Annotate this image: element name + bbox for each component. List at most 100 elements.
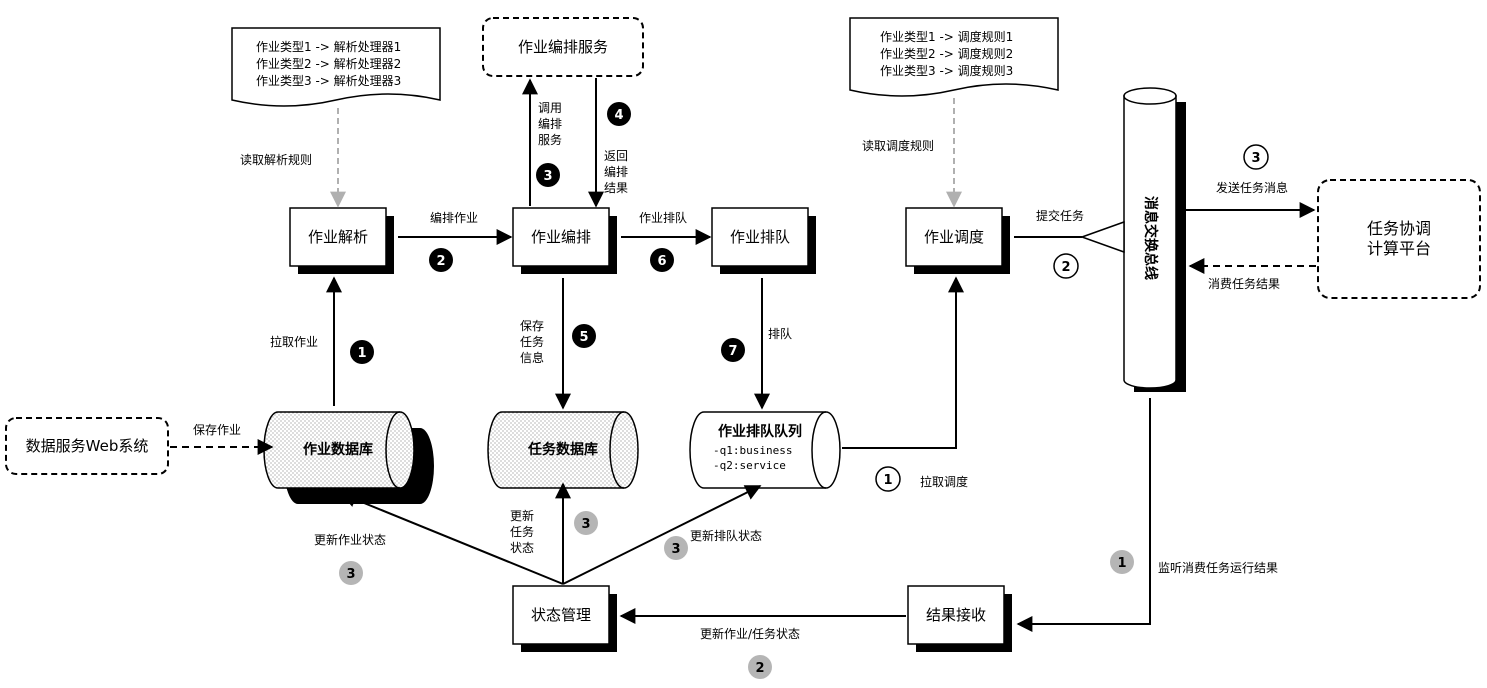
update-task-state-label-1: 更新 <box>510 508 534 523</box>
return-result-label-2: 编排 <box>604 164 628 179</box>
save-task-label-1: 保存 <box>520 319 544 333</box>
schedule-rule-3: 作业类型3 -> 调度规则3 <box>880 63 1013 78</box>
svg-text:3: 3 <box>543 169 552 184</box>
update-task-state-label-2: 任务 <box>510 524 534 539</box>
orchestrate-box: 作业编排 <box>512 207 617 274</box>
svg-text:2: 2 <box>436 254 445 269</box>
badge-gray-3c: 3 <box>664 536 688 560</box>
submit-task-label: 提交任务 <box>1036 208 1084 223</box>
svg-text:3: 3 <box>346 567 355 582</box>
job-db-label: 作业数据库 <box>303 441 373 458</box>
call-service-label-1: 调用 <box>538 101 562 115</box>
state-mgmt-box: 状态管理 <box>512 585 617 652</box>
pull-schedule-label: 拉取调度 <box>920 474 968 489</box>
parse-rule-3: 作业类型3 -> 解析处理器3 <box>256 74 401 88</box>
submit-task-connector <box>1014 220 1125 254</box>
badge-outline-3: 3 <box>1243 144 1269 170</box>
badge-black-3: 3 <box>536 163 560 187</box>
svg-text:5: 5 <box>579 330 588 345</box>
result-recv-box: 结果接收 <box>907 585 1012 652</box>
job-db: 作业数据库 <box>263 411 434 504</box>
parse-rule-2: 作业类型2 -> 解析处理器2 <box>256 57 401 71</box>
save-task-label-2: 任务 <box>520 334 544 349</box>
task-db-label: 任务数据库 <box>527 441 598 458</box>
badge-black-2: 2 <box>429 248 453 272</box>
job-queue-q2: -q2:service <box>713 459 786 472</box>
call-service-label-3: 服务 <box>538 132 562 147</box>
svg-text:3: 3 <box>671 542 680 557</box>
web-system-label: 数据服务Web系统 <box>26 437 149 455</box>
update-queue-state-arrow <box>562 485 762 585</box>
job-queue-db: 作业排队队列 -q1:business -q2:service <box>689 411 841 489</box>
job-queue-label: 作业排队队列 <box>718 423 802 440</box>
job-queue-q1: -q1:business <box>713 444 792 457</box>
svg-text:3: 3 <box>581 517 590 532</box>
return-result-label-1: 返回 <box>604 149 628 163</box>
pull-job-label: 拉取作业 <box>270 334 318 349</box>
coord-platform-label-1: 任务协调 <box>1367 219 1431 238</box>
update-task-state-label-3: 状态 <box>510 541 534 555</box>
call-service-label-2: 编排 <box>538 116 562 131</box>
state-mgmt-label: 状态管理 <box>531 606 591 624</box>
update-job-state-arrow <box>340 492 564 585</box>
orchestrate-job-label: 编排作业 <box>430 210 478 225</box>
schedule-rules-doc: 作业类型1 -> 调度规则1 作业类型2 -> 调度规则2 作业类型3 -> 调… <box>849 17 1059 97</box>
badge-gray-3a: 3 <box>339 561 363 585</box>
message-bus-label: 消息交换总线 <box>1142 196 1159 280</box>
result-recv-label: 结果接收 <box>926 606 986 624</box>
update-job-state-label: 更新作业状态 <box>314 532 386 547</box>
badge-black-4: 4 <box>607 102 631 126</box>
badge-black-6: 6 <box>650 248 674 272</box>
badge-black-7: 7 <box>721 338 745 362</box>
badge-black-5: 5 <box>572 324 596 348</box>
queue-box: 作业排队 <box>711 207 816 274</box>
badge-gray-1: 1 <box>1110 550 1134 574</box>
task-db: 任务数据库 <box>487 411 639 489</box>
svg-text:1: 1 <box>357 346 366 361</box>
svg-text:4: 4 <box>614 108 623 123</box>
message-bus: 消息交换总线 <box>1123 87 1186 392</box>
parse-box: 作业解析 <box>289 207 394 274</box>
update-job-task-state-label: 更新作业/任务状态 <box>700 626 800 641</box>
save-job-label: 保存作业 <box>193 423 241 437</box>
queue-job-label: 作业排队 <box>639 210 687 225</box>
enqueue-label: 排队 <box>768 326 792 341</box>
svg-text:7: 7 <box>728 344 737 359</box>
read-schedule-rules-label: 读取调度规则 <box>862 138 934 153</box>
svg-text:3: 3 <box>1251 151 1260 166</box>
listen-result-label: 监听消费任务运行结果 <box>1158 560 1278 575</box>
badge-outline-2: 2 <box>1053 253 1079 279</box>
schedule-box: 作业调度 <box>905 207 1010 274</box>
orchestrate-label: 作业编排 <box>531 228 591 246</box>
schedule-rule-2: 作业类型2 -> 调度规则2 <box>880 46 1013 61</box>
return-result-label-3: 结果 <box>604 181 628 195</box>
coord-platform-box: 任务协调 计算平台 <box>1317 179 1481 299</box>
schedule-rule-1: 作业类型1 -> 调度规则1 <box>880 29 1013 44</box>
read-parse-rules-label: 读取解析规则 <box>240 152 312 167</box>
send-task-msg-label: 发送任务消息 <box>1216 180 1288 195</box>
svg-text:2: 2 <box>755 661 764 676</box>
orch-service-label: 作业编排服务 <box>518 38 608 56</box>
coord-platform-label-2: 计算平台 <box>1367 239 1431 258</box>
badge-outline-1: 1 <box>875 466 901 492</box>
web-system-box: 数据服务Web系统 <box>5 417 169 475</box>
svg-text:1: 1 <box>883 473 892 488</box>
svg-text:1: 1 <box>1117 556 1126 571</box>
pull-schedule-arrow <box>842 276 964 449</box>
badge-gray-2: 2 <box>748 655 772 679</box>
badge-gray-3b: 3 <box>574 511 598 535</box>
parse-rule-1: 作业类型1 -> 解析处理器1 <box>256 40 401 54</box>
orch-service-box: 作业编排服务 <box>482 17 644 77</box>
svg-text:6: 6 <box>657 254 666 269</box>
listen-result-arrow <box>1016 398 1151 632</box>
consume-result-label: 消费任务结果 <box>1208 276 1280 291</box>
schedule-label: 作业调度 <box>924 228 984 246</box>
update-queue-state-label: 更新排队状态 <box>690 528 762 543</box>
svg-text:2: 2 <box>1061 260 1070 275</box>
queue-label: 作业排队 <box>730 228 790 246</box>
parse-rules-doc: 作业类型1 -> 解析处理器1 作业类型2 -> 解析处理器2 作业类型3 ->… <box>231 27 441 107</box>
badge-black-1: 1 <box>350 340 374 364</box>
parse-label: 作业解析 <box>308 228 368 246</box>
save-task-label-3: 信息 <box>520 350 544 365</box>
